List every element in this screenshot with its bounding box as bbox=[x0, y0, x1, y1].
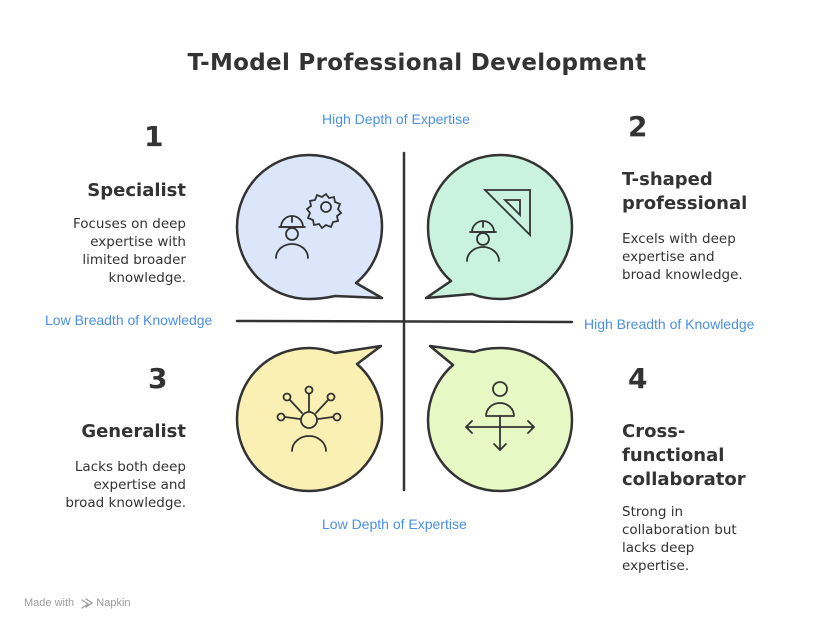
quadrant-3-number: 3 bbox=[148, 362, 168, 395]
quadrant-4-description: Strong in collaboration but lacks deep e… bbox=[622, 504, 737, 574]
quadrant-1-title: Specialist bbox=[87, 180, 186, 201]
quadrant-4-bubble bbox=[426, 344, 574, 493]
axis-label-bottom: Low Depth of Expertise bbox=[322, 516, 467, 532]
horizontal-axis bbox=[235, 319, 574, 324]
quadrant-1-description: Focuses on deep expertise with limited b… bbox=[72, 216, 186, 286]
engineer-gear-icon bbox=[275, 192, 343, 259]
person-arrows-icon bbox=[465, 381, 535, 451]
quadrant-2-bubble bbox=[424, 153, 574, 301]
quadrant-3-description: Lacks both deep expertise and broad know… bbox=[65, 459, 186, 511]
quadrant-3-title: Generalist bbox=[81, 421, 186, 442]
quadrant-1-bubble bbox=[235, 153, 384, 301]
quadrant-2-description: Excels with deep expertise and broad kno… bbox=[622, 231, 743, 283]
quadrant-4-number: 4 bbox=[628, 362, 648, 395]
page-title: T-Model Professional Development bbox=[187, 50, 647, 76]
quadrant-2-title: T-shaped professional bbox=[622, 169, 748, 214]
engineer-ruler-icon bbox=[466, 189, 531, 262]
axis-label-top: High Depth of Expertise bbox=[322, 111, 470, 127]
brand-name: Napkin bbox=[96, 597, 131, 609]
quadrant-3-bubble bbox=[235, 344, 384, 493]
quadrant-1-number: 1 bbox=[144, 120, 164, 153]
napkin-logo-icon bbox=[81, 598, 94, 609]
footer-credit[interactable]: Made with Napkin bbox=[24, 597, 131, 609]
axis-label-left: Low Breadth of Knowledge bbox=[45, 312, 213, 328]
made-with-label: Made with bbox=[24, 597, 75, 609]
quadrant-4-title: Cross- functional collaborator bbox=[622, 421, 746, 490]
quadrant-2-number: 2 bbox=[628, 110, 648, 143]
person-connections-icon bbox=[276, 385, 342, 452]
axis-label-right: High Breadth of Knowledge bbox=[584, 316, 755, 332]
